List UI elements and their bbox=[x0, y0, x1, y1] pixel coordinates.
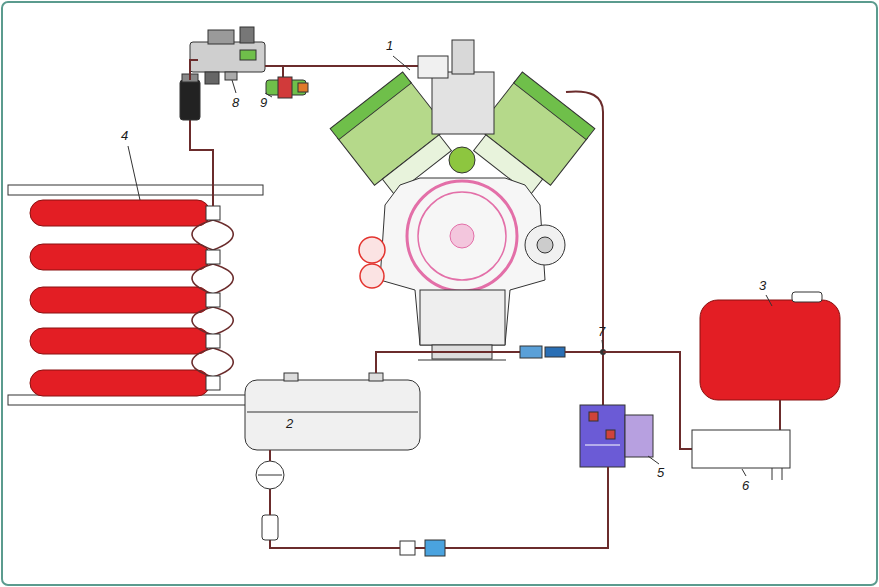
callout-number: 3 bbox=[758, 278, 767, 293]
engine bbox=[330, 40, 595, 360]
leader-lines bbox=[128, 56, 772, 476]
cylinder-rack bbox=[8, 185, 263, 405]
callout-number: 4 bbox=[120, 128, 129, 143]
gas-pipe bbox=[190, 120, 213, 206]
callout-number: 6 bbox=[741, 478, 750, 493]
fuel-filter-box bbox=[692, 400, 790, 480]
gas-dispenser bbox=[266, 66, 308, 98]
callout-number: 2 bbox=[285, 416, 294, 431]
gas-pipe bbox=[265, 65, 418, 67]
fuel-pump bbox=[580, 405, 653, 467]
callout-number: 1 bbox=[385, 38, 394, 53]
fuel-tank bbox=[245, 373, 420, 450]
fuel-pipe bbox=[566, 91, 603, 405]
fuel-pipe bbox=[256, 450, 608, 556]
callout-number: 7 bbox=[597, 324, 606, 339]
callout-number: 9 bbox=[259, 95, 268, 110]
fuel-tank bbox=[700, 292, 840, 400]
callout-number: 8 bbox=[231, 95, 240, 110]
callout-number: 5 bbox=[656, 465, 665, 480]
gas-reducer bbox=[180, 27, 265, 120]
gas-cylinders bbox=[30, 200, 233, 396]
